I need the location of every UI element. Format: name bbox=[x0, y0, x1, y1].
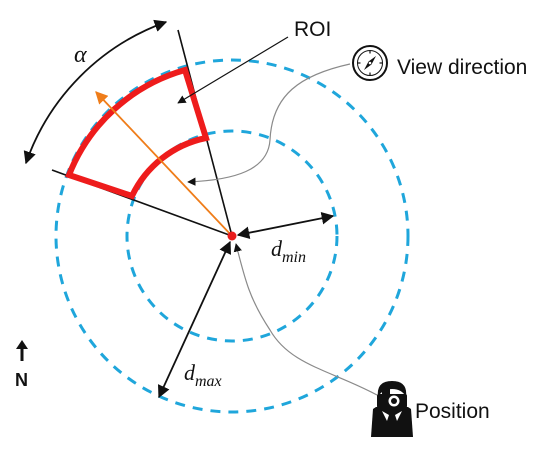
roi-region bbox=[65, 66, 210, 200]
photographer-icon bbox=[371, 381, 413, 437]
d-min-base: d bbox=[271, 236, 283, 261]
position-connector bbox=[233, 243, 378, 396]
roi-pointer-arrow bbox=[177, 36, 289, 104]
d-min-arrow bbox=[236, 212, 335, 239]
view-direction-label: View direction bbox=[397, 56, 527, 79]
d-max-base: d bbox=[184, 360, 196, 385]
view-direction-ray bbox=[95, 91, 233, 237]
d-min-label: dmin bbox=[271, 236, 306, 266]
d-max-arrow bbox=[157, 240, 232, 399]
north-label: N bbox=[15, 370, 28, 390]
d-min-subscript: min bbox=[282, 249, 306, 266]
max-distance-circle bbox=[54, 58, 410, 414]
roi-label: ROI bbox=[294, 18, 331, 41]
position-dot bbox=[227, 231, 237, 241]
min-distance-circle bbox=[125, 129, 339, 343]
d-max-subscript: max bbox=[195, 373, 222, 390]
position-label: Position bbox=[415, 400, 490, 423]
alpha-arc bbox=[23, 19, 168, 165]
compass-icon bbox=[352, 45, 388, 81]
d-max-label: dmax bbox=[184, 360, 222, 390]
alpha-label: α bbox=[74, 42, 87, 68]
view-direction-connector bbox=[187, 63, 351, 186]
north-arrow-icon bbox=[16, 340, 28, 361]
